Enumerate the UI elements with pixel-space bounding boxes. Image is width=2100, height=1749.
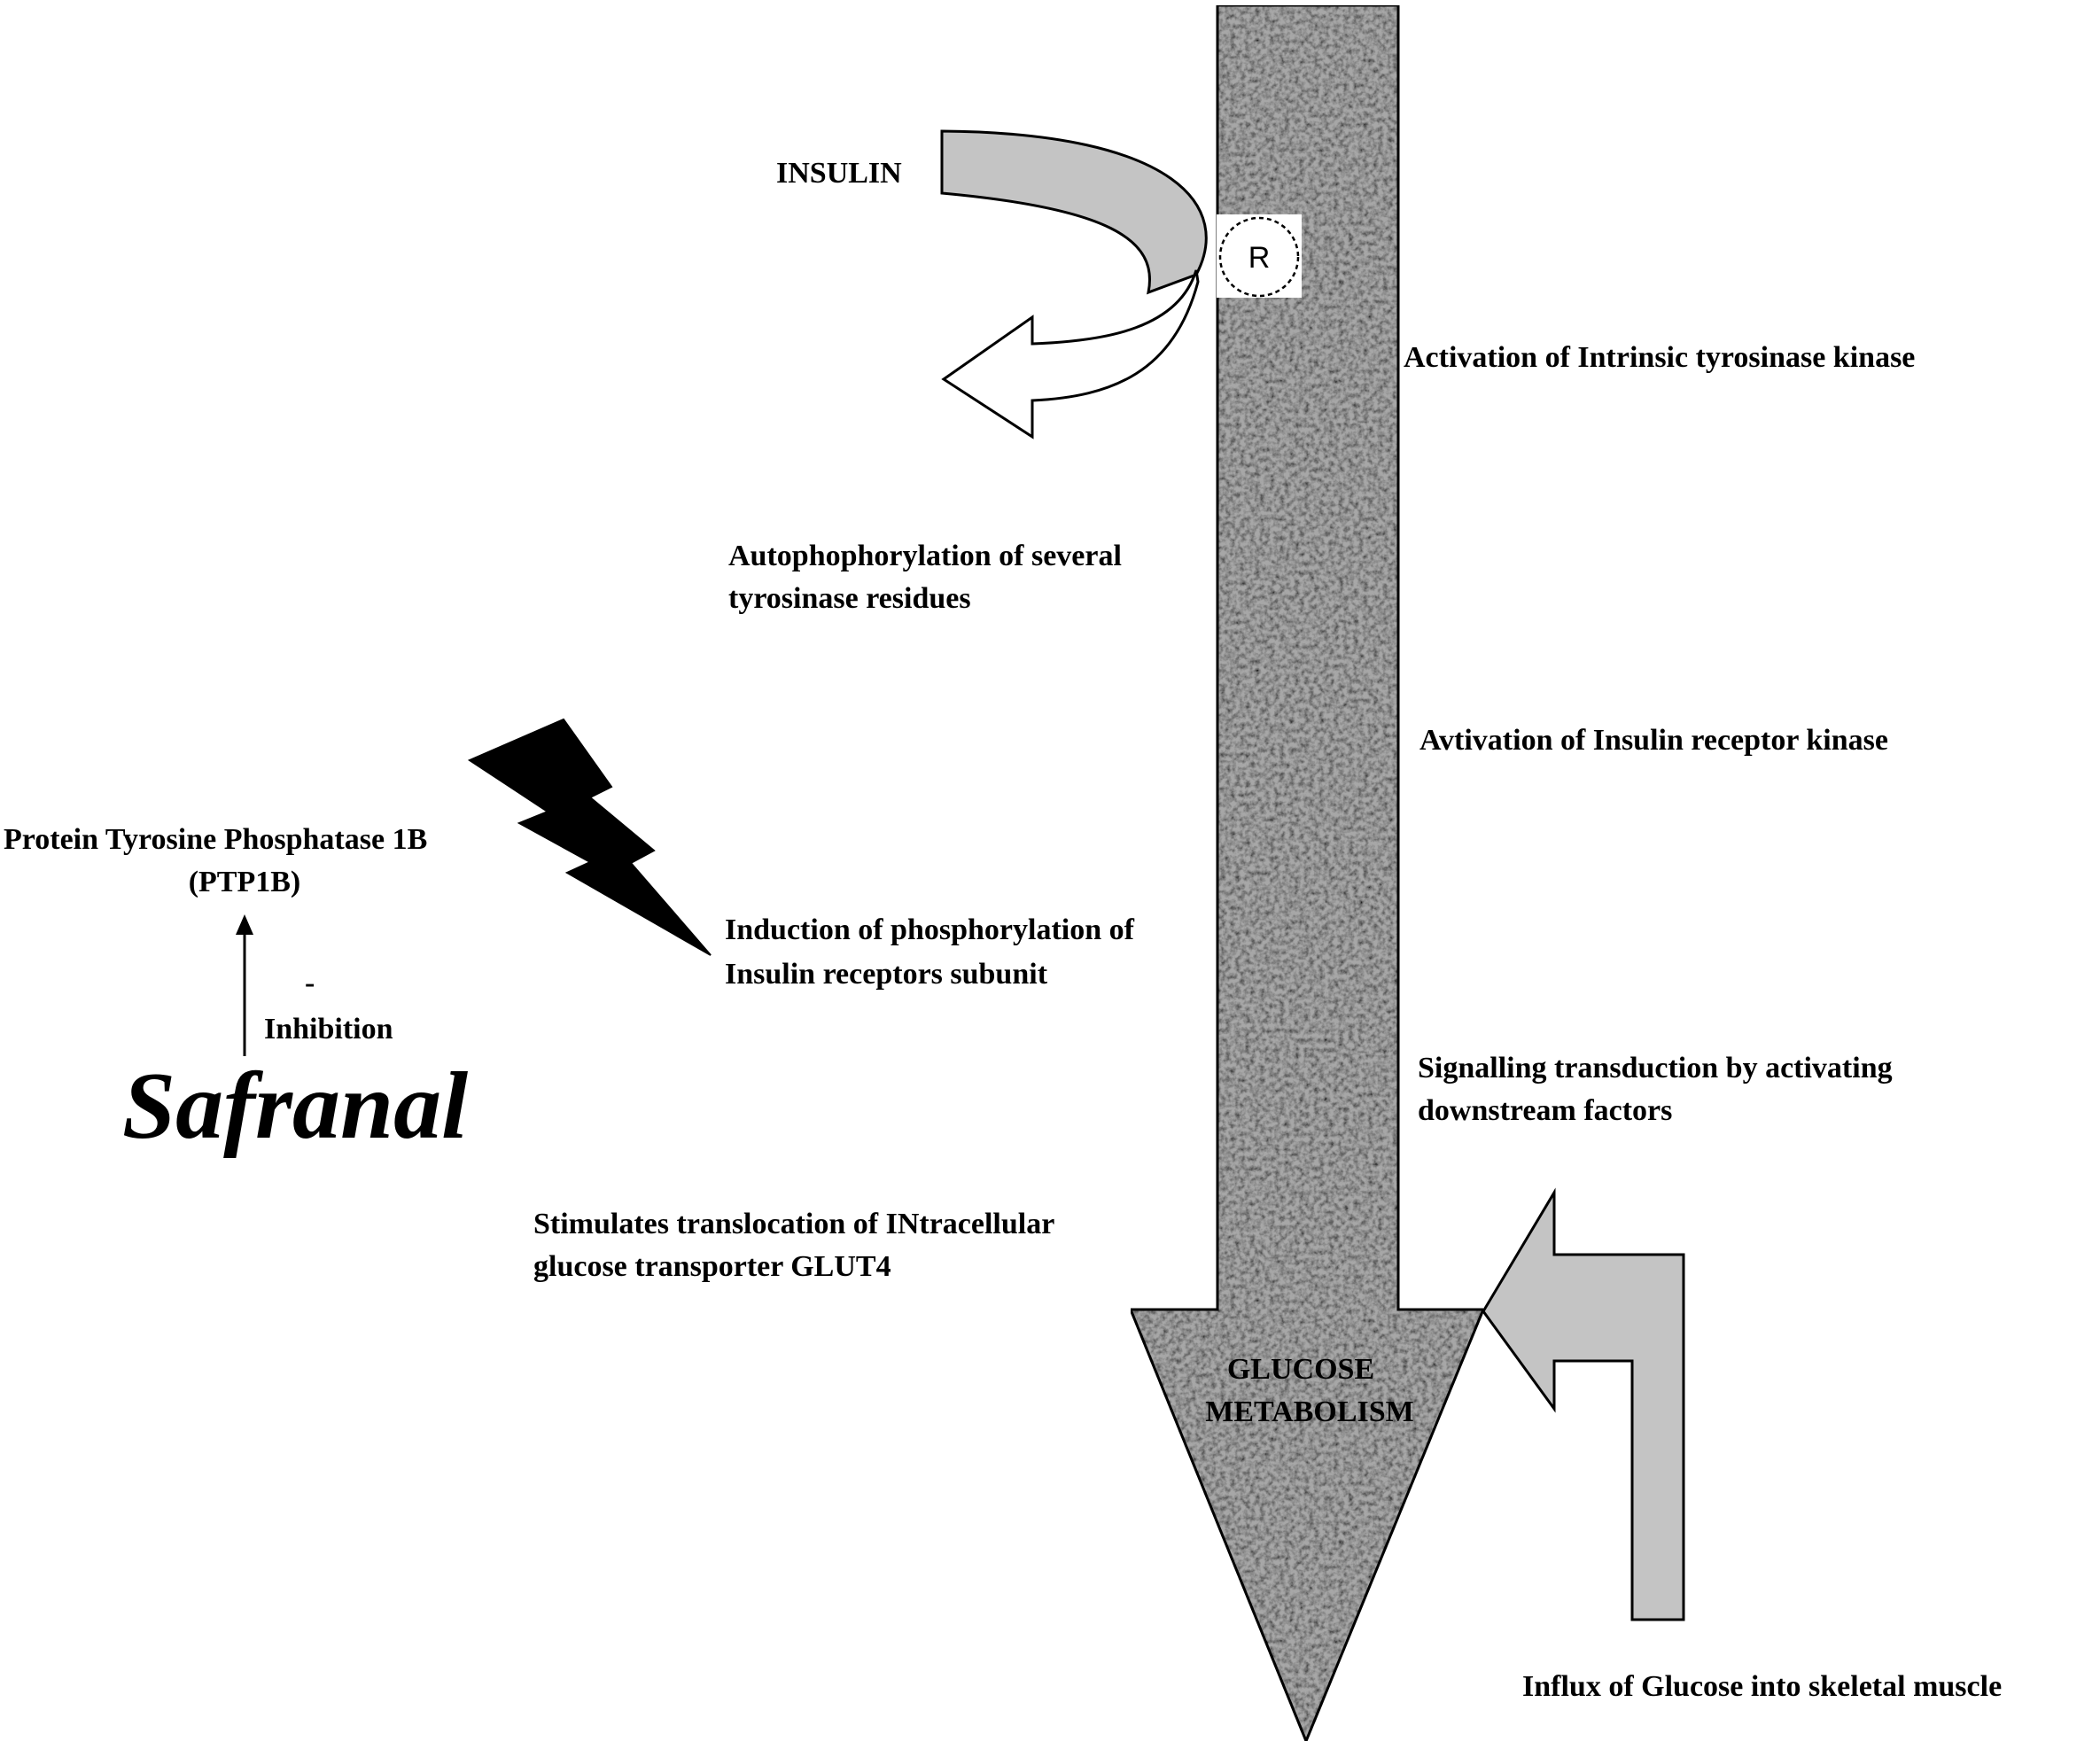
safranal-label: Safranal	[122, 1053, 468, 1159]
lightning-bolt-icon	[467, 718, 712, 956]
ptp1b-label-line2: (PTP1B)	[189, 866, 301, 898]
receptor-circle-icon	[1218, 216, 1300, 298]
insulin-curved-arrow	[940, 129, 1208, 295]
influx-arrow-shape	[1482, 1187, 1685, 1621]
stimulates-label-line1: Stimulates translocation of INtracellula…	[533, 1208, 1054, 1240]
return-curved-arrow	[941, 269, 1200, 439]
signalling-label-line2: downstream factors	[1418, 1094, 1672, 1127]
insulin-label: INSULIN	[776, 157, 902, 190]
main-pathway-arrow	[1128, 4, 1486, 1745]
signalling-label-line1: Signalling transduction by activating	[1418, 1052, 1893, 1084]
glucose-label-line2: METABOLISM	[1205, 1395, 1414, 1428]
inhibition-label: Inhibition	[264, 1013, 393, 1046]
glucose-label-line1: GLUCOSE	[1227, 1353, 1374, 1386]
minus-sign-label: -	[305, 967, 315, 999]
induction-label-line1: Induction of phosphorylation of	[725, 913, 1135, 946]
autophosphorylation-label-line2: tyrosinase residues	[728, 582, 971, 615]
activation-receptor-kinase-label: Avtivation of Insulin receptor kinase	[1419, 724, 1888, 757]
ptp1b-label-line1: Protein Tyrosine Phosphatase 1B	[4, 823, 427, 856]
stimulates-label-line2: glucose transporter GLUT4	[533, 1250, 891, 1283]
autophosphorylation-label-line1: Autophophorylation of several	[728, 540, 1122, 572]
inhibition-arrow-head	[236, 914, 253, 935]
influx-label: Influx of Glucose into skeletal muscle	[1522, 1670, 2002, 1703]
induction-label-line2: Insulin receptors subunit	[725, 958, 1048, 991]
receptor-label: R	[1248, 241, 1271, 275]
activation-intrinsic-label: Activation of Intrinsic tyrosinase kinas…	[1404, 341, 1915, 374]
